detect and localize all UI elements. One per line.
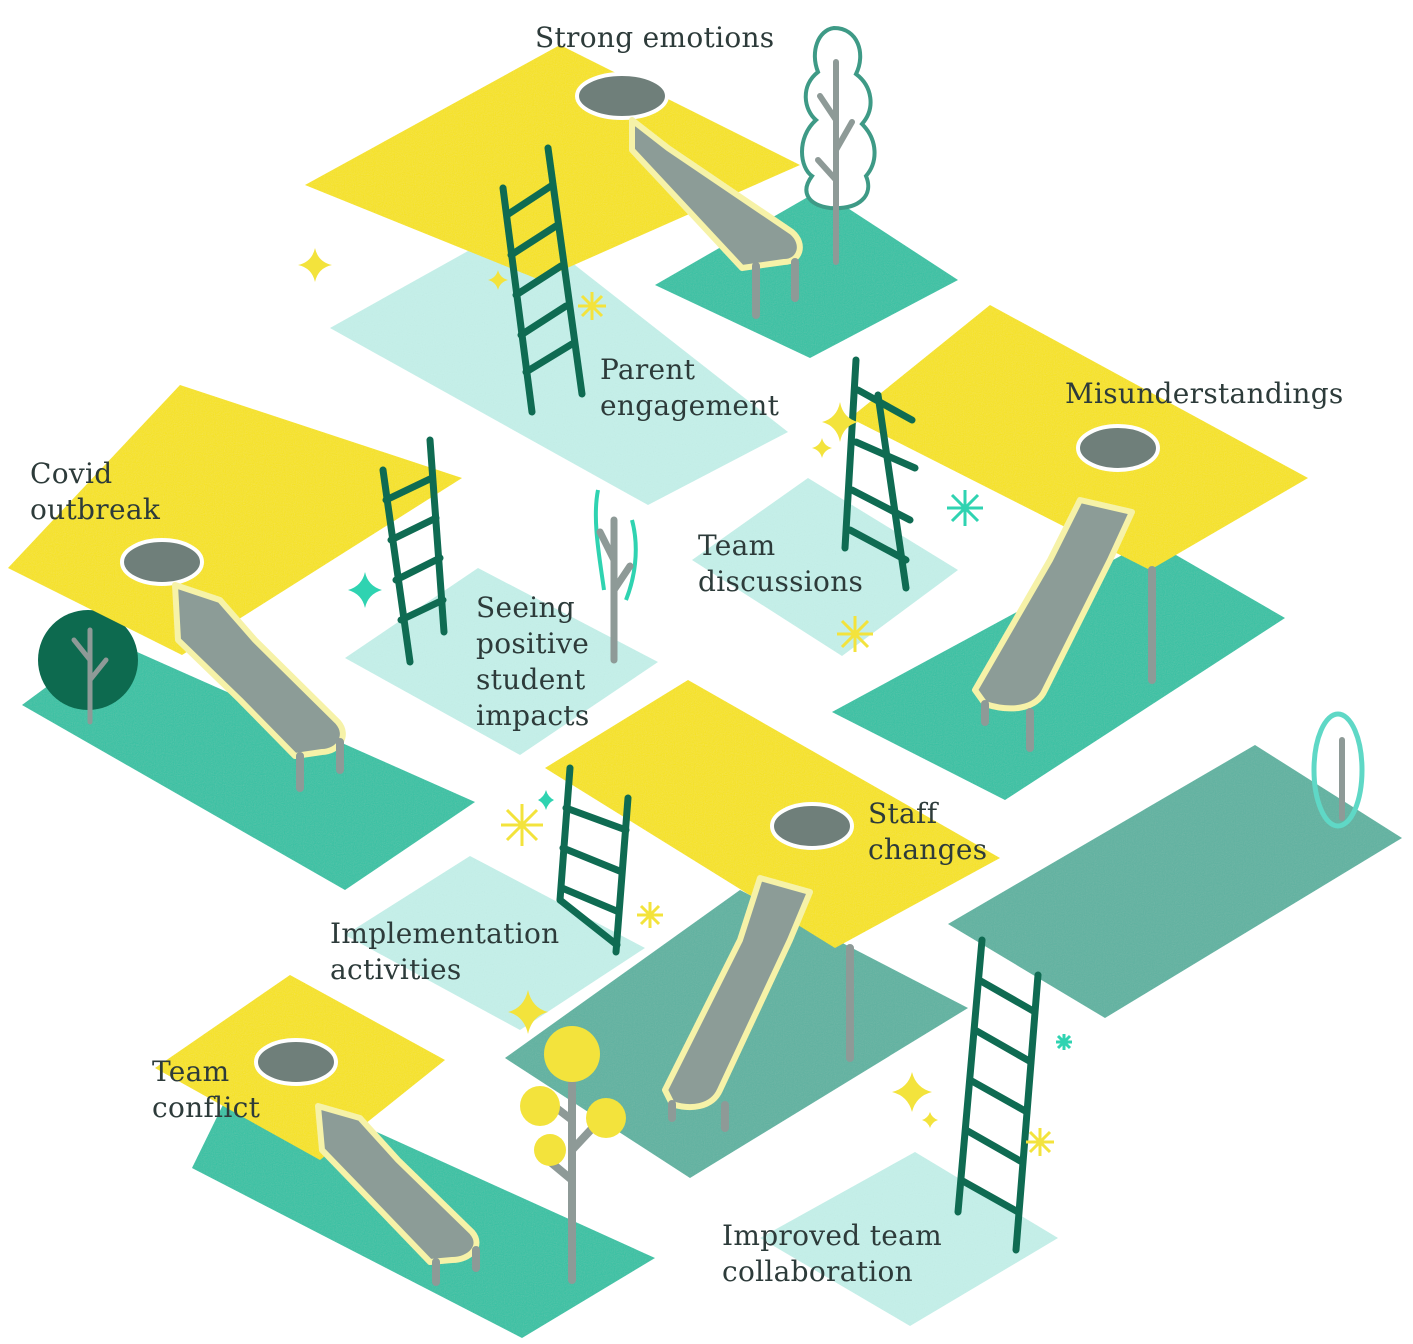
ground-tile-team-discussions <box>692 478 958 656</box>
label-team-conflict: Team conflict <box>152 1054 260 1126</box>
label-line: Misunderstandings <box>1065 377 1344 410</box>
slide-icon <box>315 1103 480 1286</box>
ground-tile-covid <box>22 640 475 890</box>
sparkle-icon <box>488 270 508 290</box>
platform-covid <box>8 385 462 792</box>
ladders <box>379 144 1042 1254</box>
sparkle-icon <box>501 804 543 846</box>
sparkle-icon <box>892 1072 932 1112</box>
label-line: Team <box>152 1055 230 1088</box>
ladder-icon <box>841 356 919 592</box>
label-line: Parent <box>600 353 696 386</box>
label-line: discussions <box>698 565 864 598</box>
label-line: impacts <box>476 699 590 732</box>
sparkle-icon <box>538 790 554 810</box>
label-line: Improved team <box>722 1219 942 1252</box>
sparkle-icon <box>1026 1128 1054 1156</box>
label-line: student <box>476 663 586 696</box>
ground-tile-seeing-positive <box>345 568 658 755</box>
label-line: Seeing <box>476 591 576 624</box>
label-line: engagement <box>600 389 780 422</box>
label-line: Strong emotions <box>535 21 775 54</box>
label-covid-outbreak: Covid outbreak <box>30 456 160 528</box>
tree-icon <box>800 25 877 265</box>
label-implementation-activities: Implementation activities <box>330 916 559 988</box>
sparkle-icon <box>578 292 606 320</box>
slide-icon <box>172 582 346 792</box>
label-line: activities <box>330 953 462 986</box>
ladder-icon <box>954 936 1042 1254</box>
ground-tile-top-right <box>655 190 958 358</box>
sparkle-icon <box>812 438 832 458</box>
sparkles <box>298 248 1072 1156</box>
label-parent-engagement: Parent engagement <box>600 352 779 424</box>
label-line: changes <box>868 833 988 866</box>
label-line: collaboration <box>722 1255 913 1288</box>
platform-staff-changes <box>545 680 1000 1132</box>
trees <box>38 25 1365 1284</box>
sparkle-icon <box>348 572 382 608</box>
label-line: Implementation <box>330 917 560 950</box>
tree-icon <box>1311 711 1365 829</box>
sparkle-icon <box>922 1112 938 1128</box>
ladder-icon <box>379 436 448 666</box>
tree-icon <box>593 489 638 664</box>
label-line: positive <box>476 627 590 660</box>
ground-tile-implementation <box>345 856 645 1030</box>
sparkle-icon <box>837 616 873 652</box>
tree-icon <box>38 610 138 725</box>
ladder-icon <box>499 144 586 416</box>
label-line: conflict <box>152 1091 261 1124</box>
label-team-discussions: Team discussions <box>698 528 863 600</box>
platform-team-conflict <box>155 975 480 1286</box>
slide-icon <box>662 875 854 1132</box>
sparkle-icon <box>1056 1034 1072 1050</box>
label-strong-emotions: Strong emotions <box>535 20 774 56</box>
sparkle-icon <box>637 902 663 928</box>
label-line: Covid <box>30 457 113 490</box>
label-improved-team-collaboration: Improved team collaboration <box>722 1218 942 1290</box>
slide-icon <box>972 497 1156 752</box>
sparkle-icon <box>947 490 983 526</box>
sparkle-icon <box>822 402 858 442</box>
slide-icon <box>629 117 803 319</box>
label-seeing-positive-student-impacts: Seeing positive student impacts <box>476 590 590 734</box>
tree-icon <box>520 1026 626 1284</box>
ground-tile-misunderstandings <box>832 540 1285 800</box>
label-line: outbreak <box>30 493 161 526</box>
ground-tile-right-mid <box>948 745 1402 1018</box>
platform-misunderstandings <box>850 305 1308 752</box>
sparkle-icon <box>298 248 332 282</box>
label-line: Staff <box>868 797 938 830</box>
sparkle-icon <box>508 990 548 1034</box>
ground-tile-parent-engagement <box>330 222 788 505</box>
ladder-icon <box>556 764 632 956</box>
label-staff-changes: Staff changes <box>868 796 987 868</box>
label-line: Team <box>698 529 776 562</box>
label-misunderstandings: Misunderstandings <box>1065 376 1344 412</box>
